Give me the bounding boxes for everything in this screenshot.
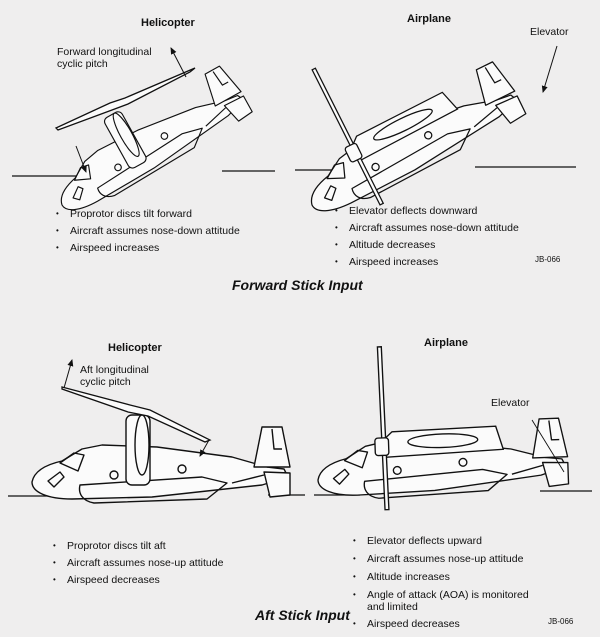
aft-helicopter-title: Helicopter [108, 342, 162, 354]
aft-caption: Aft Stick Input [255, 607, 350, 623]
aft-cyclic-label-2: cyclic pitch [80, 376, 131, 388]
aft-airplane-bullets: Elevator deflects upward Aircraft assume… [353, 535, 529, 630]
forward-helicopter-title: Helicopter [141, 17, 195, 29]
aft-cyclic-label-1: Aft longitudinal [80, 364, 149, 376]
aft-airplane-aircraft [314, 341, 592, 511]
bullet: Airspeed decreases [53, 574, 223, 586]
forward-airplane-title: Airplane [407, 13, 452, 25]
bullet: Proprotor discs tilt forward [56, 208, 240, 220]
forward-helicopter-bullets: Proprotor discs tilt forward Aircraft as… [56, 208, 240, 254]
aft-elevator-label: Elevator [491, 397, 530, 409]
bullet: Proprotor discs tilt aft [53, 540, 223, 552]
bullet: Angle of attack (AOA) is monitored [353, 589, 529, 601]
aft-airplane-title: Airplane [424, 337, 469, 349]
forward-cyclic-label-1: Forward longitudinal [57, 46, 152, 58]
aft-helicopter-bullets: Proprotor discs tilt aft Aircraft assume… [53, 540, 223, 586]
bullet: Aircraft assumes nose-up attitude [53, 557, 223, 569]
aft-helicopter-aircraft [8, 359, 305, 504]
bullet: Altitude decreases [335, 239, 519, 251]
rotor-blades [54, 67, 196, 131]
bullet: Altitude increases [353, 571, 529, 583]
bullet-continuation: and limited [367, 601, 418, 613]
forward-helicopter-aircraft [12, 47, 275, 221]
bullet: Airspeed decreases [353, 618, 529, 630]
bullet: Aircraft assumes nose-up attitude [353, 553, 529, 565]
bullet: Elevator deflects upward [353, 535, 529, 547]
forward-airplane-aircraft [289, 19, 576, 223]
bullet: Aircraft assumes nose-down attitude [56, 225, 240, 237]
forward-cyclic-label-2: cyclic pitch [57, 58, 108, 70]
forward-figure-id: JB-066 [535, 255, 561, 264]
bullet: Aircraft assumes nose-down attitude [335, 222, 519, 234]
rotor-blades [61, 386, 212, 443]
bullet: Airspeed increases [56, 242, 240, 254]
aft-figure-id: JB-066 [548, 617, 574, 626]
bullet: Elevator deflects downward [335, 205, 519, 217]
bullet: Airspeed increases [335, 256, 519, 268]
forward-airplane-bullets: Elevator deflects downward Aircraft assu… [335, 205, 519, 268]
forward-caption: Forward Stick Input [232, 277, 363, 293]
forward-elevator-label: Elevator [530, 26, 569, 38]
